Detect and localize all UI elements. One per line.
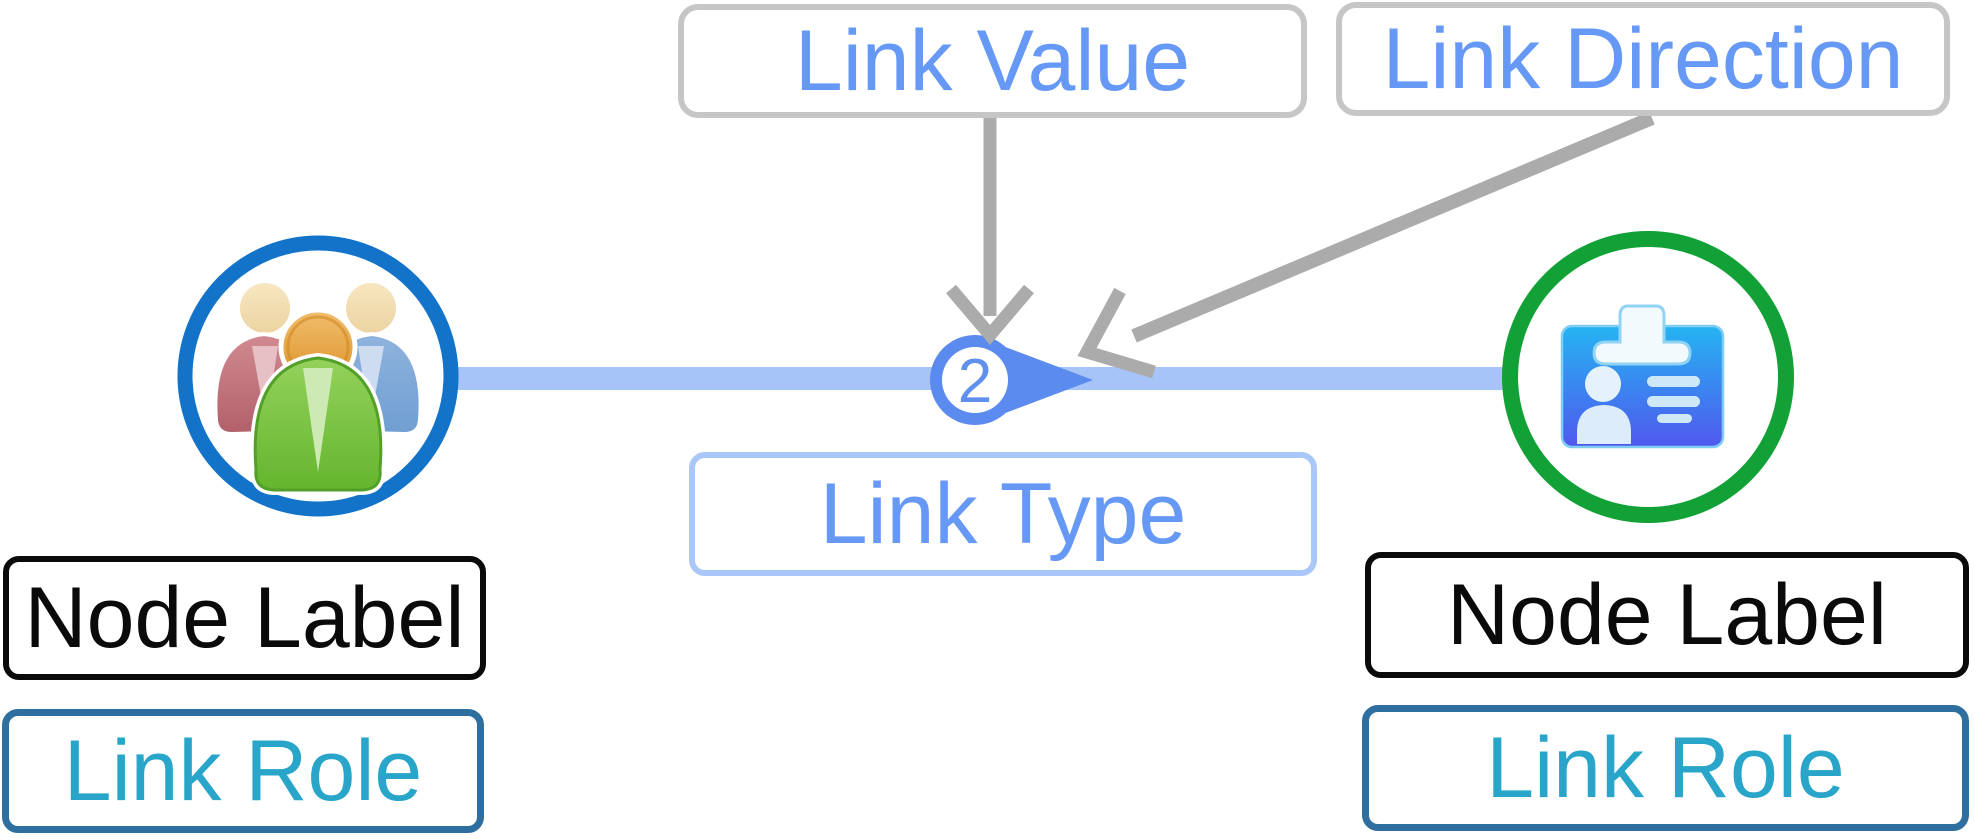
right-link-role-box: Link Role <box>1362 705 1969 831</box>
link-type-callout: Link Type <box>689 452 1317 576</box>
left-node-label: Node Label <box>24 570 465 666</box>
link-direction-callout: Link Direction <box>1336 2 1950 116</box>
badge-person-head <box>1585 366 1621 402</box>
annotation-arrows <box>946 111 1655 379</box>
link-direction-arrowhead[interactable] <box>930 335 1093 425</box>
right-link-role-label: Link Role <box>1486 720 1845 816</box>
link-direction-arrowhead-pointer <box>1077 287 1156 379</box>
link-value-badge[interactable]: 2 <box>958 347 992 416</box>
link-value-callout: Link Value <box>678 4 1307 118</box>
right-node-label-box: Node Label <box>1365 552 1969 678</box>
link-direction-label: Link Direction <box>1382 11 1904 107</box>
left-link-role-label: Link Role <box>63 723 423 819</box>
id-badge-icon <box>1560 304 1725 449</box>
link-value-label: Link Value <box>794 13 1191 109</box>
badge-clip <box>1592 304 1692 366</box>
badge-person-body <box>1577 405 1631 444</box>
link-direction-arrow-shaft <box>1131 111 1655 343</box>
right-node-label: Node Label <box>1447 567 1887 663</box>
link-type-label: Link Type <box>819 466 1187 562</box>
group-people-icon <box>213 279 423 495</box>
link-value-arrowhead <box>946 284 1034 346</box>
left-link-role-box: Link Role <box>2 709 484 833</box>
left-node-label-box: Node Label <box>3 556 486 680</box>
